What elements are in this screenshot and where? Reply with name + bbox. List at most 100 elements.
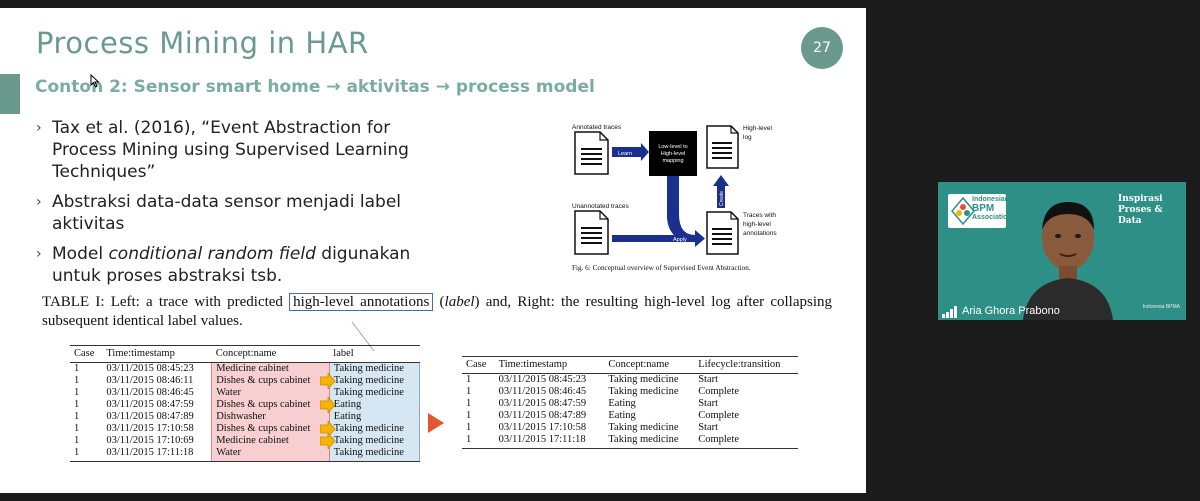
column-header: Concept:name xyxy=(604,356,695,374)
mapping-label-line1: Low-level to xyxy=(658,144,687,150)
traces-with-label-1: Traces with xyxy=(743,212,776,219)
bullet-text-pre: Model xyxy=(52,244,109,264)
table-cell: 03/11/2015 08:45:23 xyxy=(106,363,194,374)
create-arrow-icon xyxy=(713,175,729,208)
table-cell: Taking medicine xyxy=(608,374,679,385)
bullet-list: › Tax et al. (2016), “Event Abstraction … xyxy=(36,117,446,295)
table-cell: 1 xyxy=(74,435,80,446)
annotated-traces-label: Annotated traces xyxy=(572,124,622,131)
highlighted-annotation-box: high-level annotations xyxy=(289,293,434,311)
bullet-item: › Tax et al. (2016), “Event Abstraction … xyxy=(36,117,446,183)
bpm-association-logo xyxy=(948,194,1006,228)
document-icon xyxy=(574,210,609,255)
mapping-box xyxy=(649,131,697,176)
column-header: Case xyxy=(462,356,495,374)
slide-title: Process Mining in HAR xyxy=(36,26,369,60)
table-cell: 03/11/2015 08:47:89 xyxy=(498,410,587,421)
table-cell: 1 xyxy=(74,375,80,386)
table-cell: Dishes & cups cabinet xyxy=(211,423,330,435)
bullet-text-emphasis: conditional random field xyxy=(108,244,316,264)
logo-line: BPM xyxy=(972,203,995,214)
table-cell: Eating xyxy=(608,410,636,421)
high-level-log-label-1: High-level xyxy=(743,125,772,132)
column-header: Lifecycle:transition xyxy=(694,356,798,374)
table-cell: Taking medicine xyxy=(328,362,421,375)
caption-label-emphasis: label xyxy=(444,294,475,310)
traces-with-label-3: annotations xyxy=(743,230,777,237)
table-cell: Taking medicine xyxy=(608,422,679,433)
bullet-marker: › xyxy=(36,194,42,210)
logo-diamond-icon xyxy=(951,197,975,225)
table-cell: Taking medicine xyxy=(328,447,421,462)
bullet-item: › Abstraksi data-data sensor menjadi lab… xyxy=(36,191,446,235)
bullet-marker: › xyxy=(36,246,42,262)
table-cell: 03/11/2015 08:46:11 xyxy=(106,375,194,386)
table-cell: Taking medicine xyxy=(608,386,679,397)
table-cell: 1 xyxy=(466,386,472,397)
apply-arrow-body xyxy=(612,235,695,242)
table-cell: Taking medicine xyxy=(328,387,421,399)
table-cell: 1 xyxy=(466,410,472,421)
mapping-arrow-icon xyxy=(320,421,336,437)
column-header: label xyxy=(329,345,420,363)
table-cell: 1 xyxy=(74,399,80,410)
column-header: Concept:name xyxy=(211,345,330,363)
column-header: Case xyxy=(70,345,103,363)
table-cell: Water xyxy=(211,387,330,399)
table-cell: Complete xyxy=(694,434,798,449)
table-cell: Taking medicine xyxy=(604,434,695,449)
document-icon xyxy=(574,131,609,175)
bullet-text: Tax et al. (2016), “Event Abstraction fo… xyxy=(52,118,409,182)
participant-person-image xyxy=(1023,202,1113,320)
participant-video-tile[interactable]: Indonesian BPM Association Inspirasi Pro… xyxy=(938,182,1186,320)
table-cell: Medicine cabinet xyxy=(211,362,330,375)
create-label: Create xyxy=(719,191,725,206)
table-cell: 03/11/2015 17:11:18 xyxy=(494,434,605,449)
bullet-text: Abstraksi data-data sensor menjadi label… xyxy=(52,192,402,234)
table-cell: 1 xyxy=(466,398,472,409)
table-cell: 1 xyxy=(70,447,103,462)
figure-caption: Fig. 6: Conceptual overview of Supervise… xyxy=(572,264,751,272)
document-icon xyxy=(706,125,739,169)
bullet-text: Model conditional random field digunakan… xyxy=(52,243,446,287)
table-cell: Taking medicine xyxy=(328,435,421,447)
banner-line: Proses & Data xyxy=(1118,205,1163,226)
supervised-event-abstraction-diagram: Annotated traces Learn Low-level to High… xyxy=(572,124,777,272)
logo-line: Association xyxy=(972,214,1012,221)
table-cell: Eating xyxy=(328,399,421,411)
apply-label: Apply xyxy=(673,237,687,243)
apply-arrow-head-icon xyxy=(695,230,705,247)
table-cell: 1 xyxy=(466,422,472,433)
column-header: Time:timestamp xyxy=(494,356,605,374)
table-cell: Taking medicine xyxy=(328,423,421,435)
table-cell: 1 xyxy=(466,374,472,385)
table-cell: 03/11/2015 08:46:45 xyxy=(106,387,194,398)
table-cell: Start xyxy=(698,374,719,385)
signal-strength-icon xyxy=(942,306,957,318)
table-cell: Medicine cabinet xyxy=(211,435,330,447)
table-cell: Water xyxy=(211,447,330,462)
table-cell: 03/11/2015 17:10:69 xyxy=(106,435,194,446)
table-cell: Dishwasher xyxy=(211,411,330,423)
table-cell: 03/11/2015 08:47:59 xyxy=(498,398,587,409)
table-cell: Dishes & cups cabinet xyxy=(211,375,330,387)
table-cell: 1 xyxy=(74,363,80,374)
transform-arrow-icon xyxy=(428,413,444,433)
banner-text: Inspirasi Proses & Data xyxy=(1118,194,1186,227)
apply-arrow-curve xyxy=(667,176,695,242)
table-cell: 03/11/2015 08:46:45 xyxy=(498,386,587,397)
bullet-text-post: digunakan untuk proses abstraksi tsb. xyxy=(52,244,411,286)
table-cell: Dishes & cups cabinet xyxy=(211,399,330,411)
table-caption: TABLE I: Left: a trace with predicted hi… xyxy=(42,293,832,331)
table-cell: 03/11/2015 08:47:59 xyxy=(106,399,194,410)
table-cell: 1 xyxy=(74,411,80,422)
table-cell: Eating xyxy=(328,411,421,423)
table-cell: 1 xyxy=(462,434,495,449)
left-trace-table: Case Time:timestamp Concept:name label 1… xyxy=(70,345,421,462)
document-icon xyxy=(706,211,739,255)
